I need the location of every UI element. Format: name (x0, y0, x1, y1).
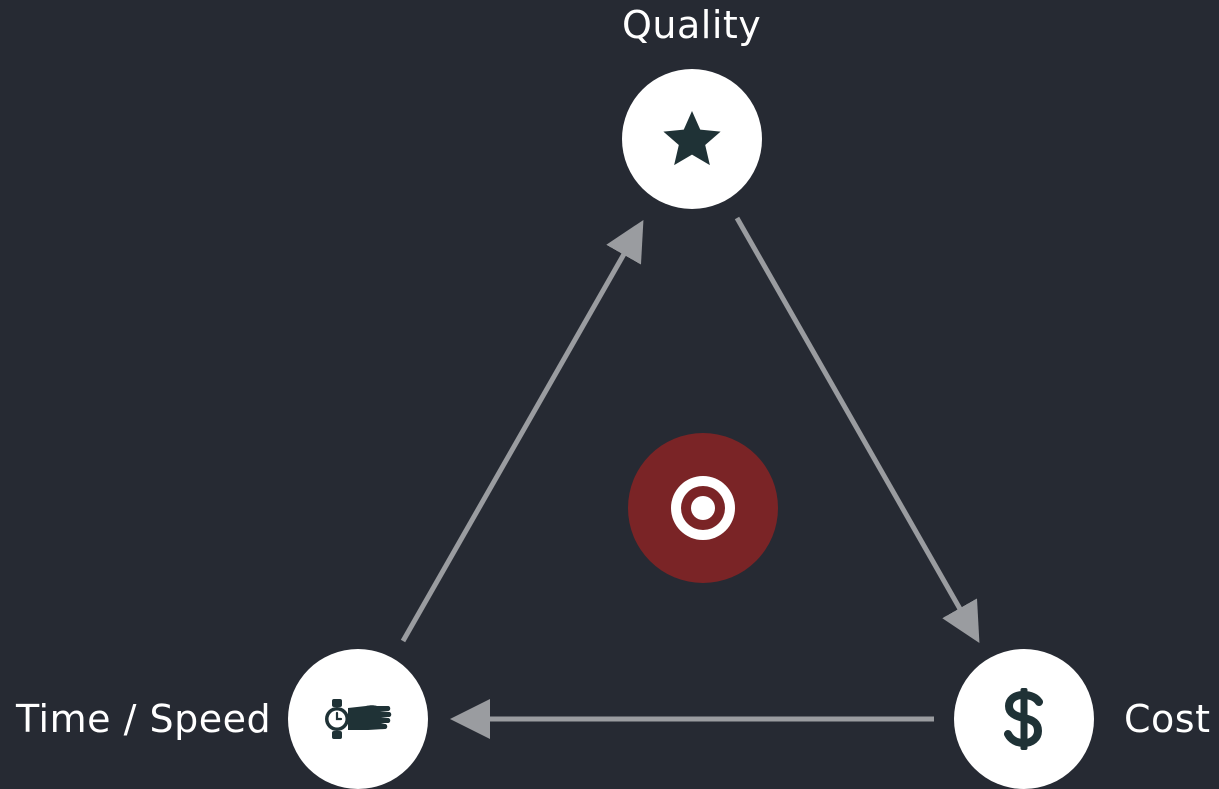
star-icon (663, 110, 721, 166)
time-speed-node (288, 649, 428, 789)
dollar-icon (1004, 688, 1043, 750)
quality-label: Quality (622, 3, 762, 47)
target-icon (671, 476, 735, 540)
center-goal (628, 433, 778, 583)
arrow-quality-to-cost (734, 216, 980, 644)
cost-label: Cost (1124, 697, 1211, 741)
arrow-time-to-quality (400, 219, 644, 643)
wristwatch-icon (325, 699, 392, 739)
quality-node (622, 69, 762, 209)
cost-node (954, 649, 1094, 789)
time-speed-label: Time / Speed (16, 697, 272, 741)
